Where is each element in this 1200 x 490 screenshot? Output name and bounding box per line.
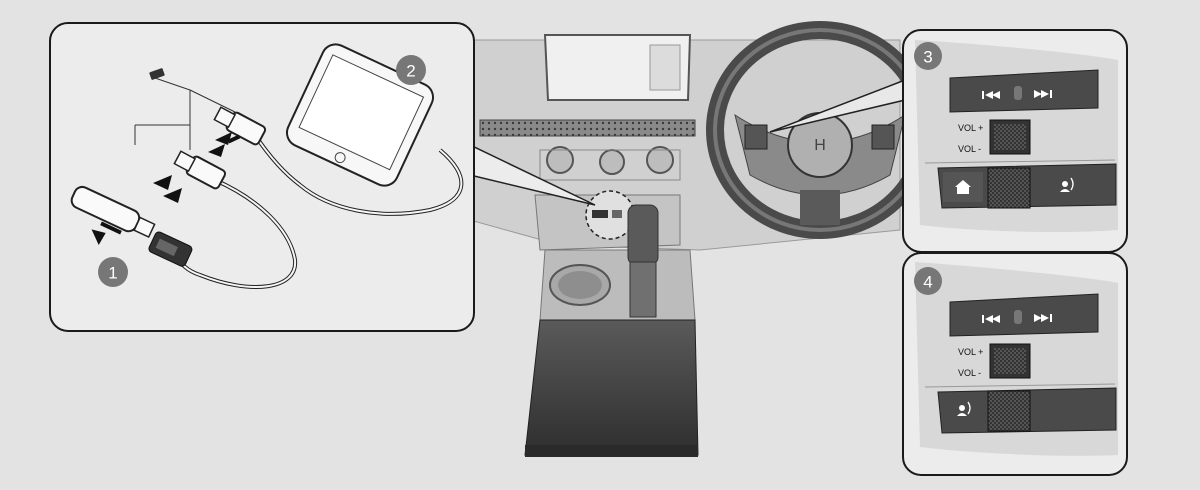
climate-dial-center <box>599 149 625 175</box>
smartphone-icon <box>285 43 435 187</box>
insert-arrow-upper <box>208 132 241 157</box>
skip-bar <box>949 293 1099 337</box>
skip-bar <box>949 69 1099 113</box>
car-interior: H <box>469 21 934 457</box>
skip-forward-icon <box>1034 90 1052 98</box>
usb-port-icon <box>592 210 608 218</box>
air-vents <box>479 119 696 137</box>
voice-icon <box>957 401 971 416</box>
steering-controls-panel-4: VOL + VOL - 4 <box>902 252 1128 476</box>
skip-back-icon <box>982 91 1000 99</box>
armrest <box>524 319 699 456</box>
selector-roller <box>987 390 1031 432</box>
usb-plug-upper <box>213 106 267 146</box>
callout-label-2: 2 <box>406 62 415 81</box>
callout-label-3: 3 <box>923 48 932 67</box>
usb-plug-lower <box>173 150 227 190</box>
usb-connection-panel: 1 2 <box>49 22 596 332</box>
callout-badge-1 <box>98 257 128 287</box>
steering-controls-panel-3: VOL + VOL - 3 <box>902 29 1128 253</box>
callout-badge-3 <box>914 42 942 70</box>
svg-text:H: H <box>814 137 826 154</box>
vol-plus-label: VOL + <box>958 123 983 133</box>
selector-roller <box>987 167 1031 209</box>
callout-label-1: 1 <box>108 264 117 283</box>
skip-back-icon <box>982 315 1000 323</box>
remove-arrow <box>91 221 122 246</box>
callout-badge-4 <box>914 267 942 295</box>
usb-drive-icon <box>70 185 156 238</box>
callout-label-4: 4 <box>923 273 932 292</box>
usb-port-icon <box>149 68 165 80</box>
vol-minus-label: VOL - <box>958 368 981 378</box>
climate-dial-right <box>646 146 674 174</box>
steering-switch-left <box>744 124 768 150</box>
climate-dial-left <box>546 146 574 174</box>
callout-badge-2 <box>396 55 426 85</box>
voice-icon <box>1060 177 1074 192</box>
usb-extension-socket <box>148 231 193 267</box>
home-icon <box>955 180 971 194</box>
insert-arrow-lower <box>153 175 182 203</box>
vol-plus-label: VOL + <box>958 347 983 357</box>
gear-shifter <box>627 204 659 266</box>
skip-forward-icon <box>1034 314 1052 322</box>
vol-minus-label: VOL - <box>958 144 981 154</box>
